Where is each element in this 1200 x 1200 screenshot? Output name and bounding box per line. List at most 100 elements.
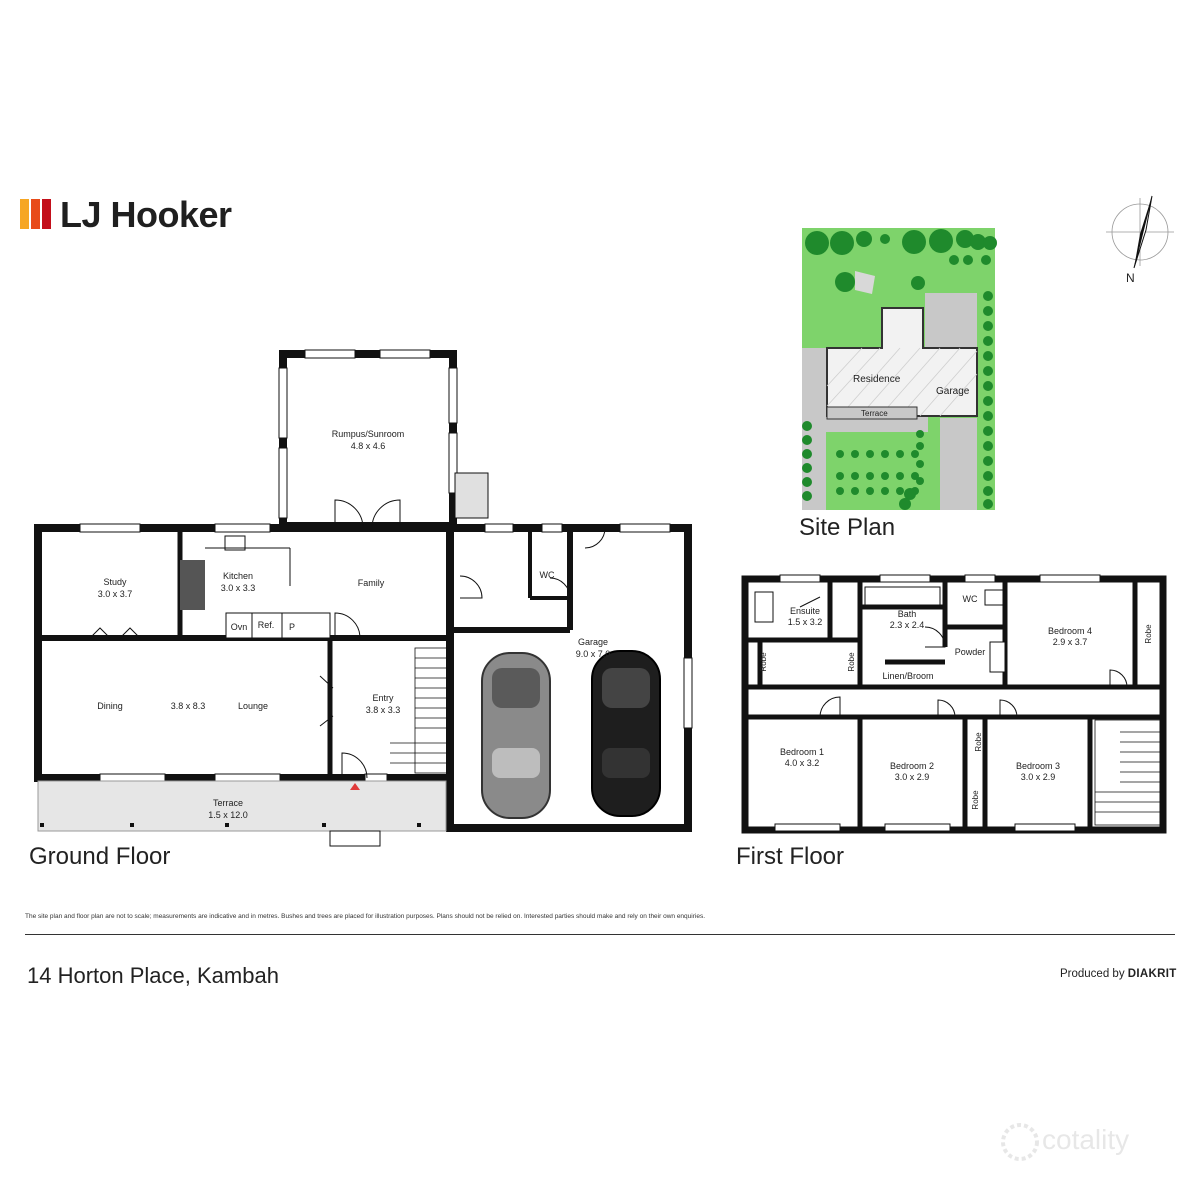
bedroom2-label: Bedroom 2	[890, 761, 934, 771]
cotality-watermark: cotality	[1000, 1122, 1170, 1166]
tree-icon	[904, 488, 916, 500]
ground-floor-plan: Rumpus/Sunroom 4.8 x 4.6 Study 3.0 x 3.7…	[34, 349, 693, 847]
tree-icon	[949, 255, 959, 265]
tree-icon	[983, 486, 993, 496]
tree-icon	[963, 255, 973, 265]
family-label: Family	[358, 578, 385, 588]
tree-icon	[983, 381, 993, 391]
logo-bar-orange	[31, 199, 40, 229]
tree-icon	[805, 231, 829, 255]
tree-icon	[896, 450, 904, 458]
robe-label-4: Robe	[974, 732, 983, 752]
tree-icon	[983, 236, 997, 250]
tree-icon	[983, 336, 993, 346]
robe-label-5: Robe	[971, 790, 980, 810]
tree-icon	[916, 460, 924, 468]
tree-icon	[896, 472, 904, 480]
tree-icon	[983, 411, 993, 421]
tree-icon	[866, 472, 874, 480]
upstairs-wc-label: WC	[963, 594, 978, 604]
north-label: N	[1126, 271, 1135, 285]
producer-name: DIAKRIT	[1127, 968, 1177, 980]
tree-icon	[802, 491, 812, 501]
pantry-label: P	[289, 622, 295, 632]
bedroom4-label: Bedroom 4	[1048, 626, 1092, 636]
tree-icon	[856, 231, 872, 247]
rumpus-size: 4.8 x 4.6	[351, 441, 386, 451]
tree-icon	[836, 450, 844, 458]
tree-icon	[881, 472, 889, 480]
tree-icon	[802, 477, 812, 487]
tree-icon	[802, 421, 812, 431]
oven-label: Ovn	[231, 622, 248, 632]
tree-icon	[916, 442, 924, 450]
property-address: 14 Horton Place, Kambah	[27, 963, 279, 988]
brand-name: LJ Hooker	[60, 194, 232, 235]
tree-icon	[983, 499, 993, 509]
site-terrace-label: Terrace	[861, 409, 888, 418]
first-floor-title: First Floor	[736, 843, 844, 870]
tree-icon	[911, 472, 919, 480]
linen-label: Linen/Broom	[882, 671, 933, 681]
robe-label-2: Robe	[847, 652, 856, 672]
robe-label-1: Robe	[759, 652, 768, 672]
tree-icon	[899, 498, 911, 510]
logo-bar-red	[42, 199, 51, 229]
bedroom1-size: 4.0 x 3.2	[785, 758, 820, 768]
dining-label: Dining	[97, 701, 123, 711]
bedroom3-label: Bedroom 3	[1016, 761, 1060, 771]
watermark-text: cotality	[1042, 1124, 1130, 1155]
tree-icon	[802, 463, 812, 473]
tree-icon	[981, 255, 991, 265]
tree-icon	[929, 229, 953, 253]
dining-lounge-size: 3.8 x 8.3	[171, 701, 206, 711]
fridge-label: Ref.	[258, 620, 275, 630]
tree-icon	[881, 450, 889, 458]
lounge-label: Lounge	[238, 701, 268, 711]
bedroom2-size: 3.0 x 2.9	[895, 772, 930, 782]
site-plan: Residence Garage Terrace	[802, 228, 997, 510]
entry-size: 3.8 x 3.3	[366, 705, 401, 715]
tree-icon	[881, 487, 889, 495]
kitchen-label: Kitchen	[223, 571, 253, 581]
tree-icon	[916, 430, 924, 438]
tree-icon	[902, 230, 926, 254]
tree-icon	[983, 471, 993, 481]
ensuite-label: Ensuite	[790, 606, 820, 616]
tree-icon	[830, 231, 854, 255]
footer-divider	[25, 934, 1175, 935]
car-grey-icon	[481, 652, 551, 819]
garage-size: 9.0 x 7.0	[576, 649, 611, 659]
cotality-logo-icon	[1001, 1123, 1039, 1161]
bedroom1-label: Bedroom 1	[780, 747, 824, 757]
powder-label: Powder	[955, 647, 986, 657]
site-residence-label: Residence	[853, 374, 901, 385]
tree-icon	[866, 487, 874, 495]
tree-icon	[983, 306, 993, 316]
tree-icon	[851, 450, 859, 458]
tree-icon	[911, 276, 925, 290]
kitchen-size: 3.0 x 3.3	[221, 583, 256, 593]
produced-by-label: Produced by	[1060, 968, 1125, 980]
site-plan-title: Site Plan	[799, 514, 896, 541]
tree-icon	[983, 351, 993, 361]
rumpus-label: Rumpus/Sunroom	[332, 429, 405, 439]
tree-icon	[802, 435, 812, 445]
bath-size: 2.3 x 2.4	[890, 620, 925, 630]
tree-icon	[896, 487, 904, 495]
tree-icon	[880, 234, 890, 244]
compass-north-icon: N	[1106, 195, 1174, 285]
terrace-label: Terrace	[213, 798, 243, 808]
tree-icon	[916, 477, 924, 485]
tree-icon	[983, 321, 993, 331]
tree-icon	[835, 272, 855, 292]
car-black-icon	[591, 650, 661, 817]
ensuite-size: 1.5 x 3.2	[788, 617, 823, 627]
lj-hooker-logo: LJ Hooker	[20, 194, 240, 236]
robe-label-3: Robe	[1144, 624, 1153, 644]
site-garage-label: Garage	[936, 386, 970, 397]
garage-label: Garage	[578, 637, 608, 647]
study-label: Study	[103, 577, 127, 587]
tree-icon	[983, 291, 993, 301]
first-floor-plan: Ensuite 1.5 x 3.2 Bath 2.3 x 2.4 WC Powd…	[741, 574, 1167, 834]
